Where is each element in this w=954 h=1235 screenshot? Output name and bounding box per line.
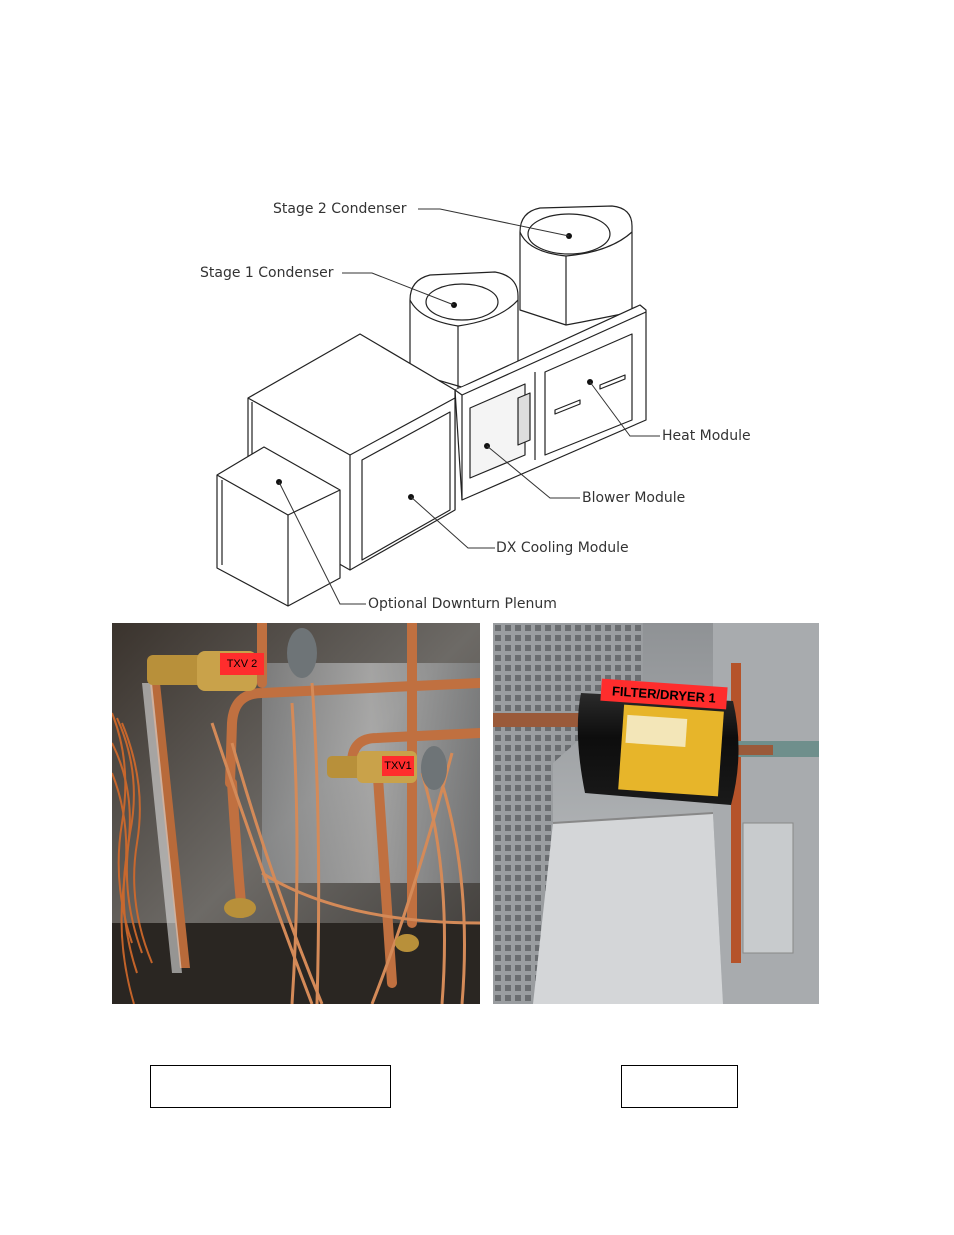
downturn-plenum xyxy=(216,446,341,607)
caption-box-right xyxy=(621,1065,738,1108)
filter-dryer-photo: FILTER/DRYER 1 xyxy=(493,623,819,1004)
label-blower-module: Blower Module xyxy=(582,490,686,506)
txv-valves-photo: TXV 2 TXV1 xyxy=(112,623,480,1004)
label-downturn-plenum: Optional Downturn Plenum xyxy=(368,596,557,612)
txv-photo-art xyxy=(112,623,480,1004)
label-stage1-condenser: Stage 1 Condenser xyxy=(200,265,334,281)
caption-box-left xyxy=(150,1065,391,1108)
label-heat-module: Heat Module xyxy=(662,428,751,444)
label-stage2-condenser: Stage 2 Condenser xyxy=(273,201,407,217)
unit-diagram xyxy=(216,205,660,607)
label-dx-cooling-module: DX Cooling Module xyxy=(496,540,629,556)
txv1-label: TXV1 xyxy=(382,756,414,776)
stage1-condenser xyxy=(409,271,519,389)
stage2-condenser xyxy=(519,205,633,326)
heat-blower-base xyxy=(454,304,647,510)
filter-dryer-photo-art xyxy=(493,623,819,1004)
txv2-label: TXV 2 xyxy=(220,653,264,675)
